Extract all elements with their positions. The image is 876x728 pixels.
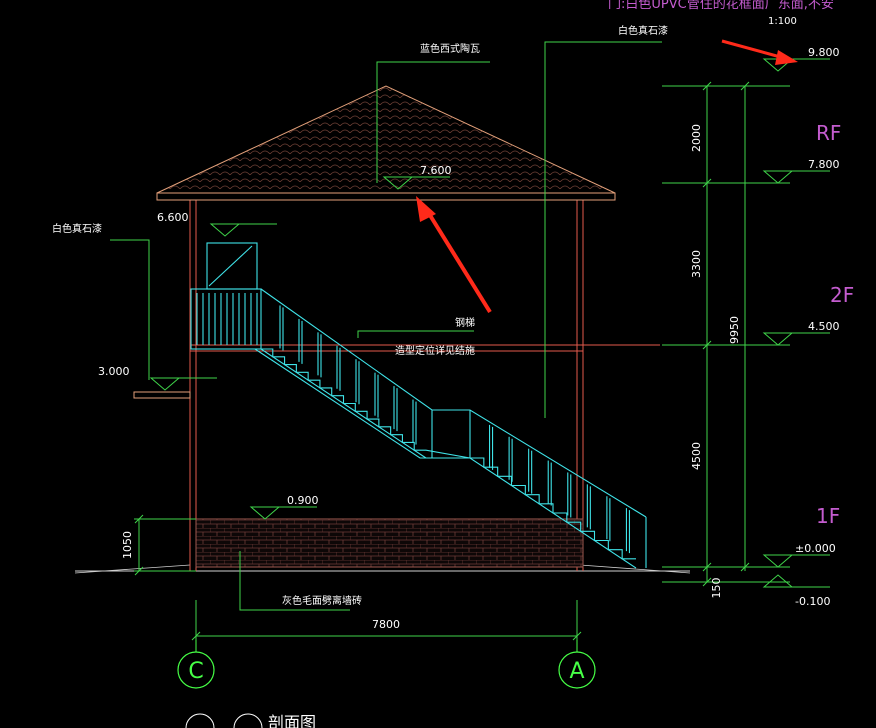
- building-walls: [189, 200, 660, 571]
- dim-9950: 9950: [728, 316, 741, 344]
- wall-finish-right-label: 白色真石漆: [618, 24, 668, 37]
- level-value-wainscot: 0.900: [287, 494, 319, 507]
- axis-c-label: C: [188, 659, 203, 684]
- level-value-top: 9.800: [808, 46, 840, 59]
- dim-4500: 4500: [690, 442, 703, 470]
- level-marker-ground: -0.100: [762, 574, 830, 608]
- level-value-f1: ±0.000: [795, 542, 836, 555]
- grid-axis-c: C: [177, 651, 215, 689]
- level-marker-rf: 7.800: [762, 158, 840, 184]
- level-marker-f2: 4.500: [762, 320, 840, 346]
- axis-a-label: A: [569, 659, 584, 684]
- dim-3300: 3300: [690, 250, 703, 278]
- level-value-rf: 7.800: [808, 158, 840, 171]
- height-dimension-chain: [662, 81, 790, 587]
- level-value-eave: 6.600: [157, 211, 189, 224]
- dim-2000: 2000: [690, 124, 703, 152]
- canopy: [133, 391, 191, 399]
- section-title-text: 剖面图: [268, 713, 316, 728]
- level-marker-canopy: 3.000: [98, 365, 217, 391]
- level-markers: 9.800 7.800 7.600 6.600 4.500 3.000 0.900 ±0.00…: [98, 46, 840, 608]
- grid-axis-a: A: [558, 651, 596, 689]
- level-marker-ridge: 7.600: [382, 164, 452, 190]
- stair-note-label: 造型定位详见结施: [395, 344, 475, 357]
- level-marker-wainscot: 0.900: [249, 494, 319, 520]
- stair-label: 钢梯: [455, 316, 475, 329]
- dim-7800: 7800: [372, 618, 400, 631]
- level-value-canopy: 3.000: [98, 365, 130, 378]
- level-marker-top: 9.800: [762, 46, 840, 72]
- roof-tile-label: 蓝色西式陶瓦: [420, 42, 480, 55]
- dim-150: 150: [710, 578, 723, 599]
- brick-base: [195, 518, 584, 568]
- dim-1050: 1050: [121, 531, 134, 559]
- red-arrow-top: [721, 39, 798, 65]
- wall-finish-left-label: 白色真石漆: [52, 222, 102, 235]
- level-value-ridge: 7.600: [420, 164, 452, 177]
- scale-label: 1:100: [768, 16, 797, 27]
- base-brick-label: 灰色毛面劈离墙砖: [282, 594, 362, 607]
- section-title: 剖面图: [185, 713, 316, 728]
- floor-2f-label: 2F: [830, 283, 854, 307]
- floor-1f-label: 1F: [816, 504, 840, 528]
- top-note: 门:白色UPVC管住的花框面厂东面,不安: [608, 0, 834, 12]
- level-marker-eave: 6.600: [157, 211, 277, 237]
- level-value-f2: 4.500: [808, 320, 840, 333]
- level-marker-f1: ±0.000: [762, 542, 836, 568]
- steel-stair: [190, 242, 647, 569]
- level-value-ground: -0.100: [795, 595, 830, 608]
- roof: [156, 85, 616, 201]
- red-arrow-ridge: [416, 196, 492, 314]
- leader-lines: [110, 41, 662, 652]
- floor-rf-label: RF: [816, 121, 841, 145]
